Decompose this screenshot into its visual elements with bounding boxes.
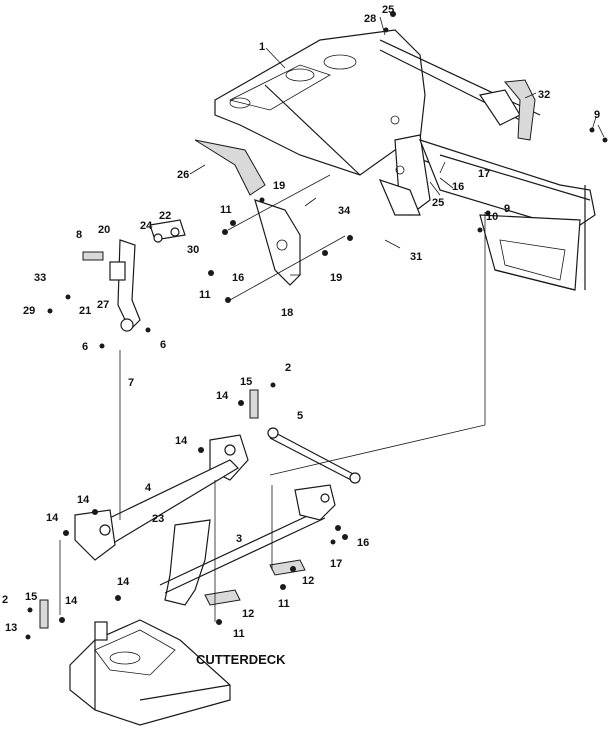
callout-2a: 2 [285, 362, 291, 374]
callout-7: 7 [128, 377, 134, 389]
callout-33: 33 [34, 272, 46, 284]
callout-10: 10 [486, 211, 498, 223]
callout-20: 20 [98, 224, 110, 236]
callout-27: 27 [97, 299, 109, 311]
callout-5: 5 [297, 410, 303, 422]
plate-26 [194, 139, 266, 196]
callout-17a: 17 [478, 168, 490, 180]
callout-2b: 2 [2, 594, 8, 606]
callout-11a: 11 [220, 204, 232, 216]
callout-30: 30 [187, 244, 199, 256]
callout-18: 18 [281, 307, 293, 319]
cutterdeck-label: CUTTERDECK [196, 652, 286, 667]
chain-15-lower [39, 599, 49, 629]
callout-16c: 16 [357, 537, 369, 549]
callout-34: 34 [338, 205, 351, 217]
callout-32: 32 [538, 89, 550, 101]
callout-14e: 14 [65, 595, 78, 607]
callout-1: 1 [259, 41, 265, 53]
callout-15b: 15 [25, 591, 37, 603]
callout-14c: 14 [77, 494, 90, 506]
callout-19b: 19 [330, 272, 342, 284]
rockshaft-assembly [74, 427, 361, 561]
callout-17b: 17 [330, 558, 342, 570]
callout-16b: 16 [232, 272, 244, 284]
callout-11c: 11 [278, 598, 290, 610]
callout-11d: 11 [233, 628, 245, 640]
callout-24: 24 [140, 220, 153, 232]
callout-14b: 14 [175, 435, 188, 447]
callout-14f: 14 [117, 576, 130, 588]
callout-25b: 25 [432, 197, 444, 209]
callout-6a: 6 [82, 341, 88, 353]
cutterdeck [69, 619, 231, 726]
lift-lever [82, 219, 186, 332]
callouts: 1 25 28 32 9 26 19 17 16 25 34 11 8 20 2… [2, 4, 600, 667]
callout-6b: 6 [160, 339, 166, 351]
callout-12a: 12 [302, 575, 314, 587]
callout-4: 4 [145, 482, 152, 494]
callout-25a: 25 [382, 4, 394, 16]
callout-28: 28 [364, 13, 376, 25]
callout-8: 8 [76, 229, 82, 241]
callout-3: 3 [236, 533, 242, 545]
callout-19a: 19 [273, 180, 285, 192]
callout-26: 26 [177, 169, 189, 181]
lower-shaft-assembly [159, 484, 336, 606]
callout-22: 22 [159, 210, 171, 222]
callout-14a: 14 [216, 390, 229, 402]
callout-23: 23 [152, 513, 164, 525]
callout-15a: 15 [240, 376, 252, 388]
callout-9b: 9 [504, 203, 510, 215]
callout-14d: 14 [46, 512, 59, 524]
callout-9a: 9 [594, 109, 600, 121]
callout-31: 31 [410, 251, 422, 263]
chain-15-upper [249, 389, 259, 419]
leader-lines [59, 16, 605, 622]
hardware [25, 11, 608, 640]
callout-12b: 12 [242, 608, 254, 620]
callout-16a: 16 [452, 181, 464, 193]
callout-21: 21 [79, 305, 91, 317]
callout-11b: 11 [199, 289, 211, 301]
bracket-34 [378, 179, 421, 216]
callout-13: 13 [5, 622, 17, 634]
plate-32 [504, 79, 536, 141]
callout-29: 29 [23, 305, 35, 317]
